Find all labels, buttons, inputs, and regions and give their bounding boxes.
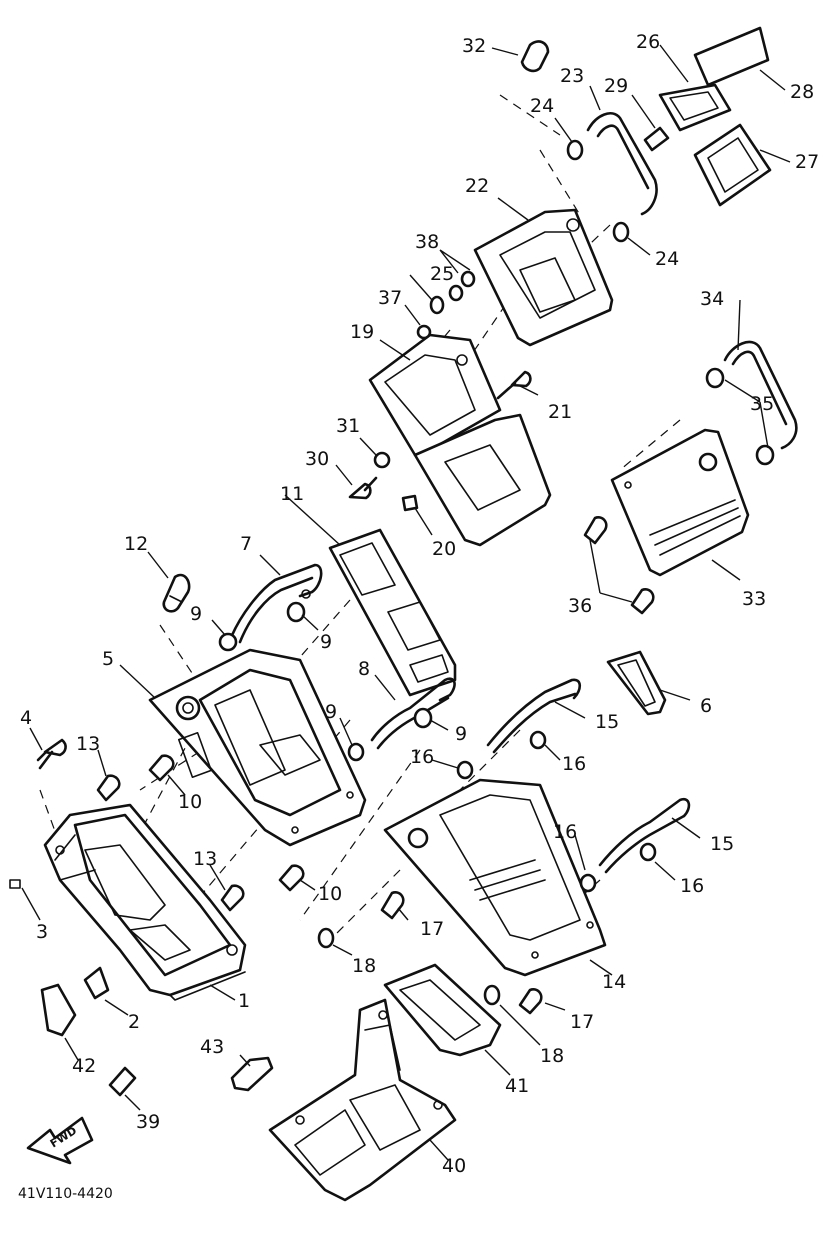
callout-16-c: 16 [553, 821, 577, 843]
part-29-clip [643, 126, 670, 152]
callout-2: 2 [128, 1011, 140, 1033]
callout-9-b: 9 [320, 631, 332, 653]
callout-16-b: 16 [562, 753, 586, 775]
callout-33: 33 [742, 588, 766, 610]
callout-39: 39 [136, 1111, 160, 1133]
callout-1: 1 [238, 990, 250, 1012]
callout-17-b: 17 [570, 1011, 594, 1033]
callout-18-b: 18 [540, 1045, 564, 1067]
callout-24-top: 24 [530, 95, 554, 117]
callout-4: 4 [20, 707, 32, 729]
front-direction-arrow: FWD [26, 1116, 94, 1165]
callout-13-b: 13 [193, 848, 217, 870]
callout-5: 5 [102, 648, 114, 670]
callout-20: 20 [432, 538, 456, 560]
callout-26: 26 [636, 31, 660, 53]
callout-3: 3 [36, 921, 48, 943]
part-7-grab-bar [218, 563, 323, 652]
callout-8: 8 [358, 658, 370, 680]
part-19-panel [368, 333, 552, 547]
callout-9-d: 9 [455, 723, 467, 745]
callout-9-c: 9 [325, 701, 337, 723]
callout-labels: 32 23 26 28 29 27 24 24 22 38 25 37 19 3… [20, 31, 819, 1177]
callout-9-a: 9 [190, 603, 202, 625]
callout-7: 7 [240, 533, 252, 555]
callout-28: 28 [790, 81, 814, 103]
part-15-lower-grab-bar [598, 797, 691, 874]
callout-17-a: 17 [420, 918, 444, 940]
part-26-frame [658, 83, 732, 132]
callout-22: 22 [465, 175, 489, 197]
callout-18-a: 18 [352, 955, 376, 977]
callout-14: 14 [602, 971, 626, 993]
callout-36: 36 [568, 595, 592, 617]
part-14-cover [383, 778, 607, 977]
callout-12: 12 [124, 533, 148, 555]
callout-15-a: 15 [595, 711, 619, 733]
callout-29: 29 [604, 75, 628, 97]
part-40-bracket [268, 998, 457, 1202]
callout-16-d: 16 [680, 875, 704, 897]
callout-23: 23 [560, 65, 584, 87]
callout-30: 30 [305, 448, 329, 470]
callout-37: 37 [378, 287, 402, 309]
callout-31: 31 [336, 415, 360, 437]
part-12-bulb [162, 573, 191, 613]
callout-38: 38 [415, 231, 439, 253]
part-27-frame [693, 123, 772, 207]
part-41-cover [383, 963, 502, 1057]
part-33-cover [610, 428, 750, 577]
callout-25: 25 [430, 263, 454, 285]
part-28-plate [693, 26, 770, 87]
document-id: 41V110-4420 [18, 1186, 113, 1202]
part-15-upper-grab-bar [486, 678, 582, 754]
part-11-trim-bezel [328, 528, 457, 697]
part-23-grab-bar [586, 112, 658, 216]
fasteners [9, 40, 775, 1097]
part-34-grab-bar [723, 340, 798, 450]
callout-15-b: 15 [710, 833, 734, 855]
part-5-upper-panel [148, 648, 367, 847]
callout-16-a: 16 [410, 746, 434, 768]
callout-21-label: 21 [548, 401, 572, 423]
callout-labels-extra: 21 [548, 401, 572, 423]
callout-27: 27 [795, 151, 819, 173]
callout-11: 11 [280, 483, 304, 505]
callout-41: 41 [505, 1075, 529, 1097]
callout-35: 35 [750, 393, 774, 415]
part-22-panel [473, 208, 614, 347]
callout-34: 34 [700, 288, 724, 310]
callout-6: 6 [700, 695, 712, 717]
leader-lines [21, 44, 791, 1161]
part-6-small-bezel [606, 650, 667, 716]
callout-19: 19 [350, 321, 374, 343]
callout-43: 43 [200, 1036, 224, 1058]
callout-10-b: 10 [318, 883, 342, 905]
callout-32: 32 [462, 35, 486, 57]
callout-24-bottom: 24 [655, 248, 679, 270]
callout-13-a: 13 [76, 733, 100, 755]
callout-10-a: 10 [178, 791, 202, 813]
callout-40: 40 [442, 1155, 466, 1177]
part-1-lower-panel [43, 803, 247, 1001]
callout-42: 42 [72, 1055, 96, 1077]
